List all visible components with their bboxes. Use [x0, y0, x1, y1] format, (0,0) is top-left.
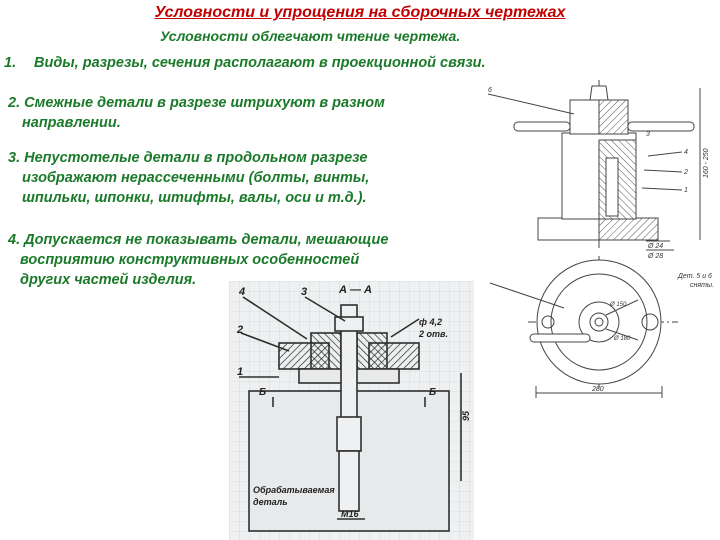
section-drawing-label: 3	[301, 286, 307, 298]
rule-line: восприятию конструктивных особенностей	[20, 252, 360, 268]
section-dimension: 95	[461, 410, 471, 421]
section-drawing-bottom: 4 3 А — А 2 1 ф 4,2 2 отв. Б Б 95 М16 Об…	[229, 281, 474, 540]
rule-line: шпильки, шпонки, штифты, валы, оси и т.д…	[22, 190, 367, 206]
top-drawing-label: 2	[683, 169, 688, 176]
top-drawing-label: Ø 28	[647, 253, 663, 260]
section-drawing-label: 1	[237, 366, 243, 378]
section-drawing-label: 4	[238, 286, 245, 298]
top-drawing-label: 1	[684, 187, 688, 194]
page-title: Условности и упрощения на сборочных черт…	[154, 4, 566, 21]
rule-line: других частей изделия.	[20, 272, 197, 288]
top-drawing-circle-label: Ø 150	[609, 302, 627, 308]
hole-note: ф 4,2	[419, 317, 442, 327]
top-drawing-dimension: 280	[591, 386, 604, 393]
top-drawing-circle-label: Ø 180	[613, 336, 631, 342]
assembly-drawing-top: 6 4 2 1 3 Ø 24 Ø 28 160 - 250 Дет. 5 и 6…	[478, 78, 720, 404]
rule-line: Виды, разрезы, сечения располагают в про…	[34, 55, 486, 71]
thread-label: М16	[341, 509, 360, 519]
top-drawing-label: 4	[684, 149, 688, 156]
rule-line: Допускается не показывать детали, мешающ…	[24, 232, 389, 248]
top-drawing-label: 6	[488, 87, 492, 94]
part-note: деталь	[253, 497, 288, 507]
page-subtitle: Условности облегчают чтение чертежа.	[160, 28, 461, 44]
top-drawing-note: сняты.	[690, 282, 714, 289]
rule-item-4: 4. Допускается не показывать детали, меш…	[8, 230, 388, 290]
rule-number: 3.	[8, 150, 21, 166]
top-drawing-label: Ø 24	[647, 243, 663, 250]
rule-item-1: 1. Виды, разрезы, сечения располагают в п…	[4, 53, 486, 73]
top-drawing-label: 3	[646, 131, 650, 138]
rule-line: Непустотелые детали в продольном разрезе	[24, 150, 368, 166]
rule-number: 2.	[8, 95, 21, 111]
rule-item-3: 3. Непустотелые детали в продольном разр…	[8, 148, 369, 208]
top-drawing-dimension: 160 - 250	[703, 148, 710, 178]
section-mark: Б	[259, 387, 266, 398]
hole-note: 2 отв.	[418, 329, 448, 339]
top-drawing-note: Дет. 5 и 6	[677, 273, 712, 280]
rule-item-2: 2. Смежные детали в разрезе штрихуют в р…	[8, 93, 385, 133]
rule-number: 4.	[8, 232, 21, 248]
section-mark: Б	[429, 387, 436, 398]
rule-number: 1.	[4, 55, 17, 71]
rule-line: направлении.	[22, 115, 121, 131]
rule-line: Смежные детали в разрезе штрихуют в разн…	[24, 95, 385, 111]
part-note: Обрабатываемая	[253, 485, 335, 495]
rule-line: изображают нерассеченными (болты, винты,	[22, 170, 370, 186]
section-drawing-label: 2	[236, 324, 243, 336]
section-title: А — А	[338, 284, 372, 296]
